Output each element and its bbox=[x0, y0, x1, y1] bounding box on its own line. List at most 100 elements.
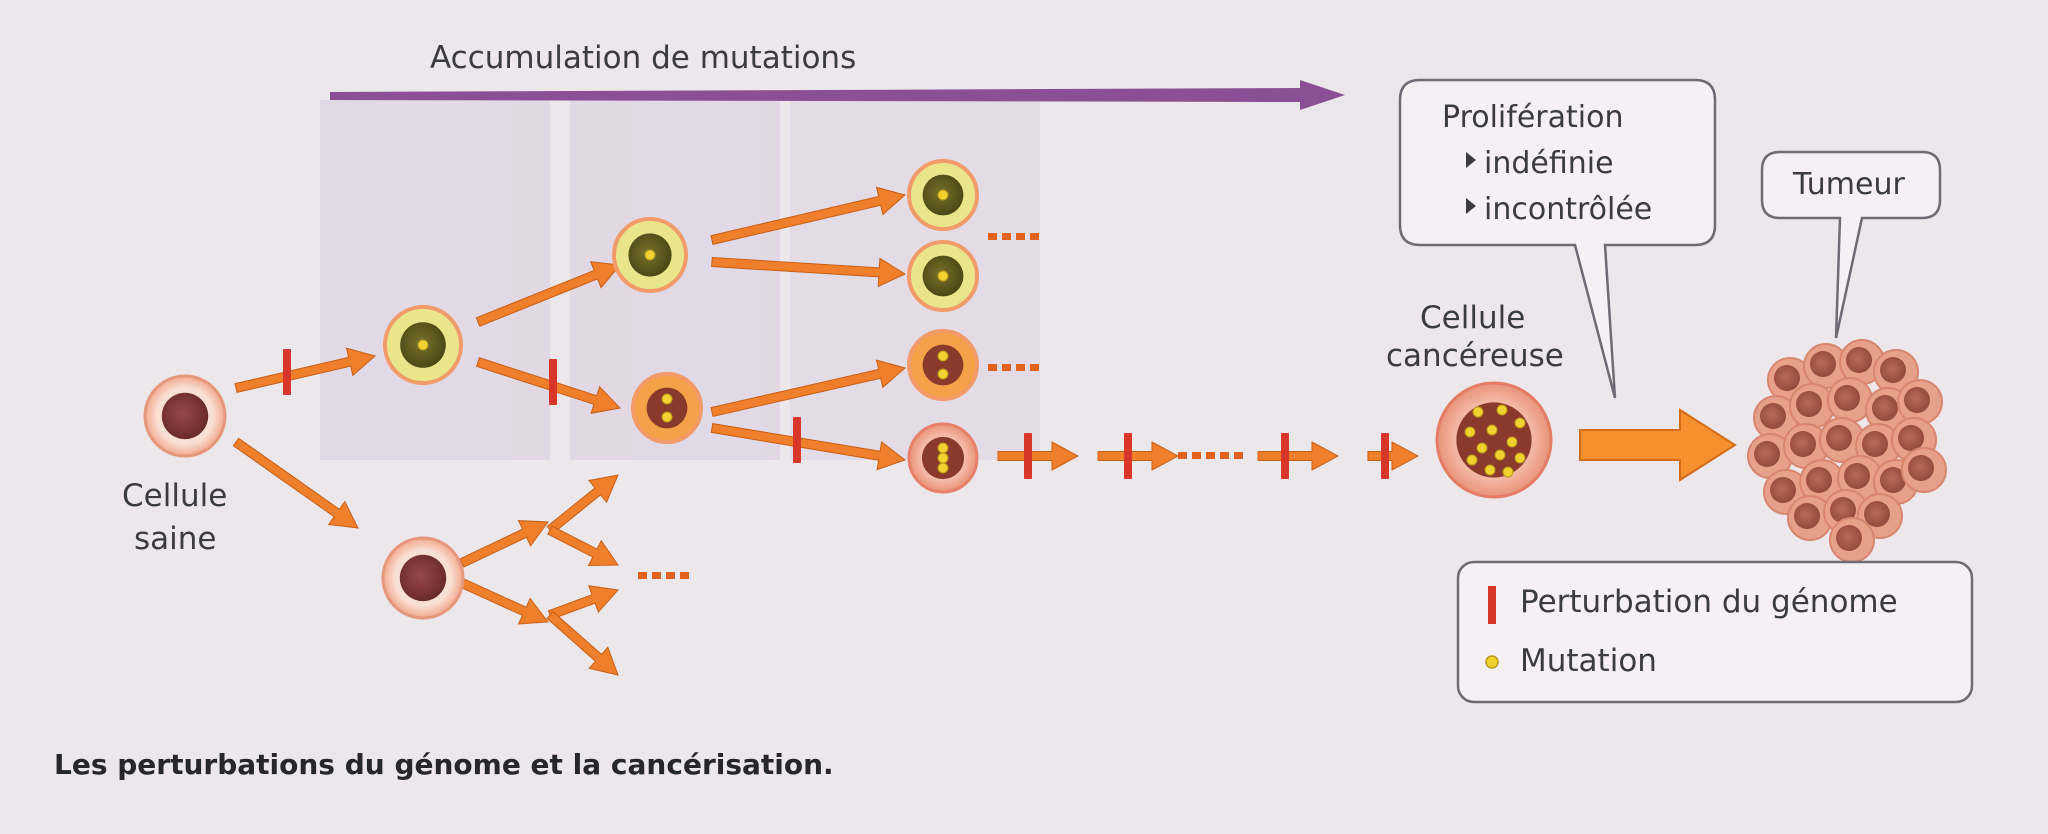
dash-mark bbox=[1192, 452, 1201, 459]
orange-arrow bbox=[234, 347, 377, 393]
mutation-dot bbox=[1514, 452, 1526, 464]
tumor-cell bbox=[1901, 447, 1947, 493]
healthy-cell-label-2: saine bbox=[134, 521, 217, 557]
cell bbox=[1435, 381, 1553, 499]
orange-arrow bbox=[232, 437, 359, 529]
legend-perturbation-swatch bbox=[1488, 586, 1496, 624]
dash-mark bbox=[1220, 452, 1229, 459]
mutation-dot bbox=[1464, 426, 1476, 438]
mutation-dot bbox=[1502, 466, 1514, 478]
cell bbox=[631, 372, 703, 444]
tumor-cluster bbox=[1747, 339, 1947, 563]
tumor-cell bbox=[1789, 383, 1835, 429]
mutation-dot bbox=[1466, 454, 1478, 466]
mutation-dot bbox=[937, 462, 949, 474]
dash-mark bbox=[1234, 452, 1243, 459]
nucleus bbox=[399, 554, 447, 602]
mutation-dot bbox=[937, 452, 949, 464]
tumor-label: Tumeur bbox=[1793, 167, 1905, 202]
tumor-callout bbox=[1760, 150, 1942, 339]
healthy-cell-label-1: Cellule bbox=[122, 478, 228, 514]
mutation-dot bbox=[1486, 424, 1498, 436]
tumor-cell bbox=[1787, 495, 1833, 541]
dash-mark bbox=[638, 572, 647, 579]
dash-mark bbox=[988, 233, 997, 240]
perturbation-bar bbox=[283, 349, 291, 395]
dash-mark bbox=[1002, 233, 1011, 240]
orange-arrow bbox=[475, 357, 622, 414]
cell bbox=[612, 217, 688, 293]
mutation-dot bbox=[937, 368, 949, 380]
tumor-cell bbox=[1897, 379, 1943, 425]
orange-arrow bbox=[1097, 441, 1180, 471]
tumor-cell bbox=[1827, 377, 1873, 423]
nucleus bbox=[161, 392, 209, 440]
cell bbox=[907, 422, 979, 494]
mutation-dot bbox=[1472, 406, 1484, 418]
mutation-dot bbox=[661, 411, 673, 423]
cell bbox=[143, 374, 227, 458]
orange-arrow bbox=[710, 186, 907, 246]
big-arrow bbox=[1579, 408, 1737, 482]
dash-mark bbox=[680, 572, 689, 579]
orange-arrow bbox=[547, 585, 619, 620]
dash-mark bbox=[1030, 233, 1039, 240]
cell bbox=[907, 240, 979, 312]
dash-mark bbox=[1206, 452, 1215, 459]
dash-mark bbox=[666, 572, 675, 579]
orange-arrow bbox=[475, 261, 621, 327]
branch-arrows bbox=[232, 186, 1420, 676]
mutation-dot bbox=[417, 339, 429, 351]
proliferation-item-1: indéfinie bbox=[1484, 146, 1614, 181]
nucleus bbox=[922, 344, 964, 386]
orange-arrow bbox=[1257, 441, 1340, 471]
nucleus bbox=[646, 387, 688, 429]
bullet-icon bbox=[1466, 152, 1476, 168]
mutation-dot bbox=[937, 189, 949, 201]
mutation-dot bbox=[937, 350, 949, 362]
mutation-dot bbox=[1476, 442, 1488, 454]
tumor-cell bbox=[1837, 455, 1883, 501]
proliferation-item-2: incontrôlée bbox=[1484, 192, 1653, 227]
dash-mark bbox=[988, 364, 997, 371]
legend-perturbation-label: Perturbation du génome bbox=[1520, 584, 1898, 620]
mutation-dot bbox=[1506, 436, 1518, 448]
bullet-icon bbox=[1466, 198, 1476, 214]
orange-arrow bbox=[710, 423, 907, 471]
perturbation-bar bbox=[793, 417, 801, 463]
cell bbox=[907, 159, 979, 231]
legend-box bbox=[1456, 560, 1974, 704]
dash-mark bbox=[1016, 364, 1025, 371]
perturbation-bar bbox=[549, 359, 557, 405]
orange-arrow bbox=[711, 256, 907, 288]
orange-arrow bbox=[546, 610, 619, 676]
cancer-cell-label-2: cancéreuse bbox=[1386, 338, 1564, 374]
proliferation-title: Prolifération bbox=[1442, 100, 1624, 135]
tumor-cell bbox=[1829, 517, 1875, 563]
perturbation-bar bbox=[1381, 433, 1389, 479]
mutation-dot bbox=[644, 249, 656, 261]
mutation-dot bbox=[1494, 449, 1506, 461]
mutation-dot bbox=[937, 270, 949, 282]
orange-arrow bbox=[1367, 441, 1420, 471]
dash-mark bbox=[1030, 364, 1039, 371]
accumulation-arrow bbox=[330, 80, 1345, 110]
proliferation-callout bbox=[1398, 78, 1717, 399]
orange-arrow bbox=[997, 441, 1080, 471]
dash-mark bbox=[1002, 364, 1011, 371]
orange-arrow bbox=[459, 520, 549, 568]
orange-arrow bbox=[459, 578, 549, 625]
orange-arrow bbox=[546, 474, 619, 535]
mutation-dot bbox=[937, 442, 949, 454]
mutation-dot bbox=[1484, 464, 1496, 476]
cells bbox=[143, 159, 1553, 620]
dash-mark bbox=[1016, 233, 1025, 240]
mutation-dot bbox=[1514, 417, 1526, 429]
orange-arrow bbox=[710, 359, 907, 417]
dash-mark bbox=[1178, 452, 1187, 459]
dash-mark bbox=[652, 572, 661, 579]
orange-arrow bbox=[547, 525, 619, 567]
legend-mutation-label: Mutation bbox=[1520, 643, 1657, 679]
cell bbox=[381, 536, 465, 620]
